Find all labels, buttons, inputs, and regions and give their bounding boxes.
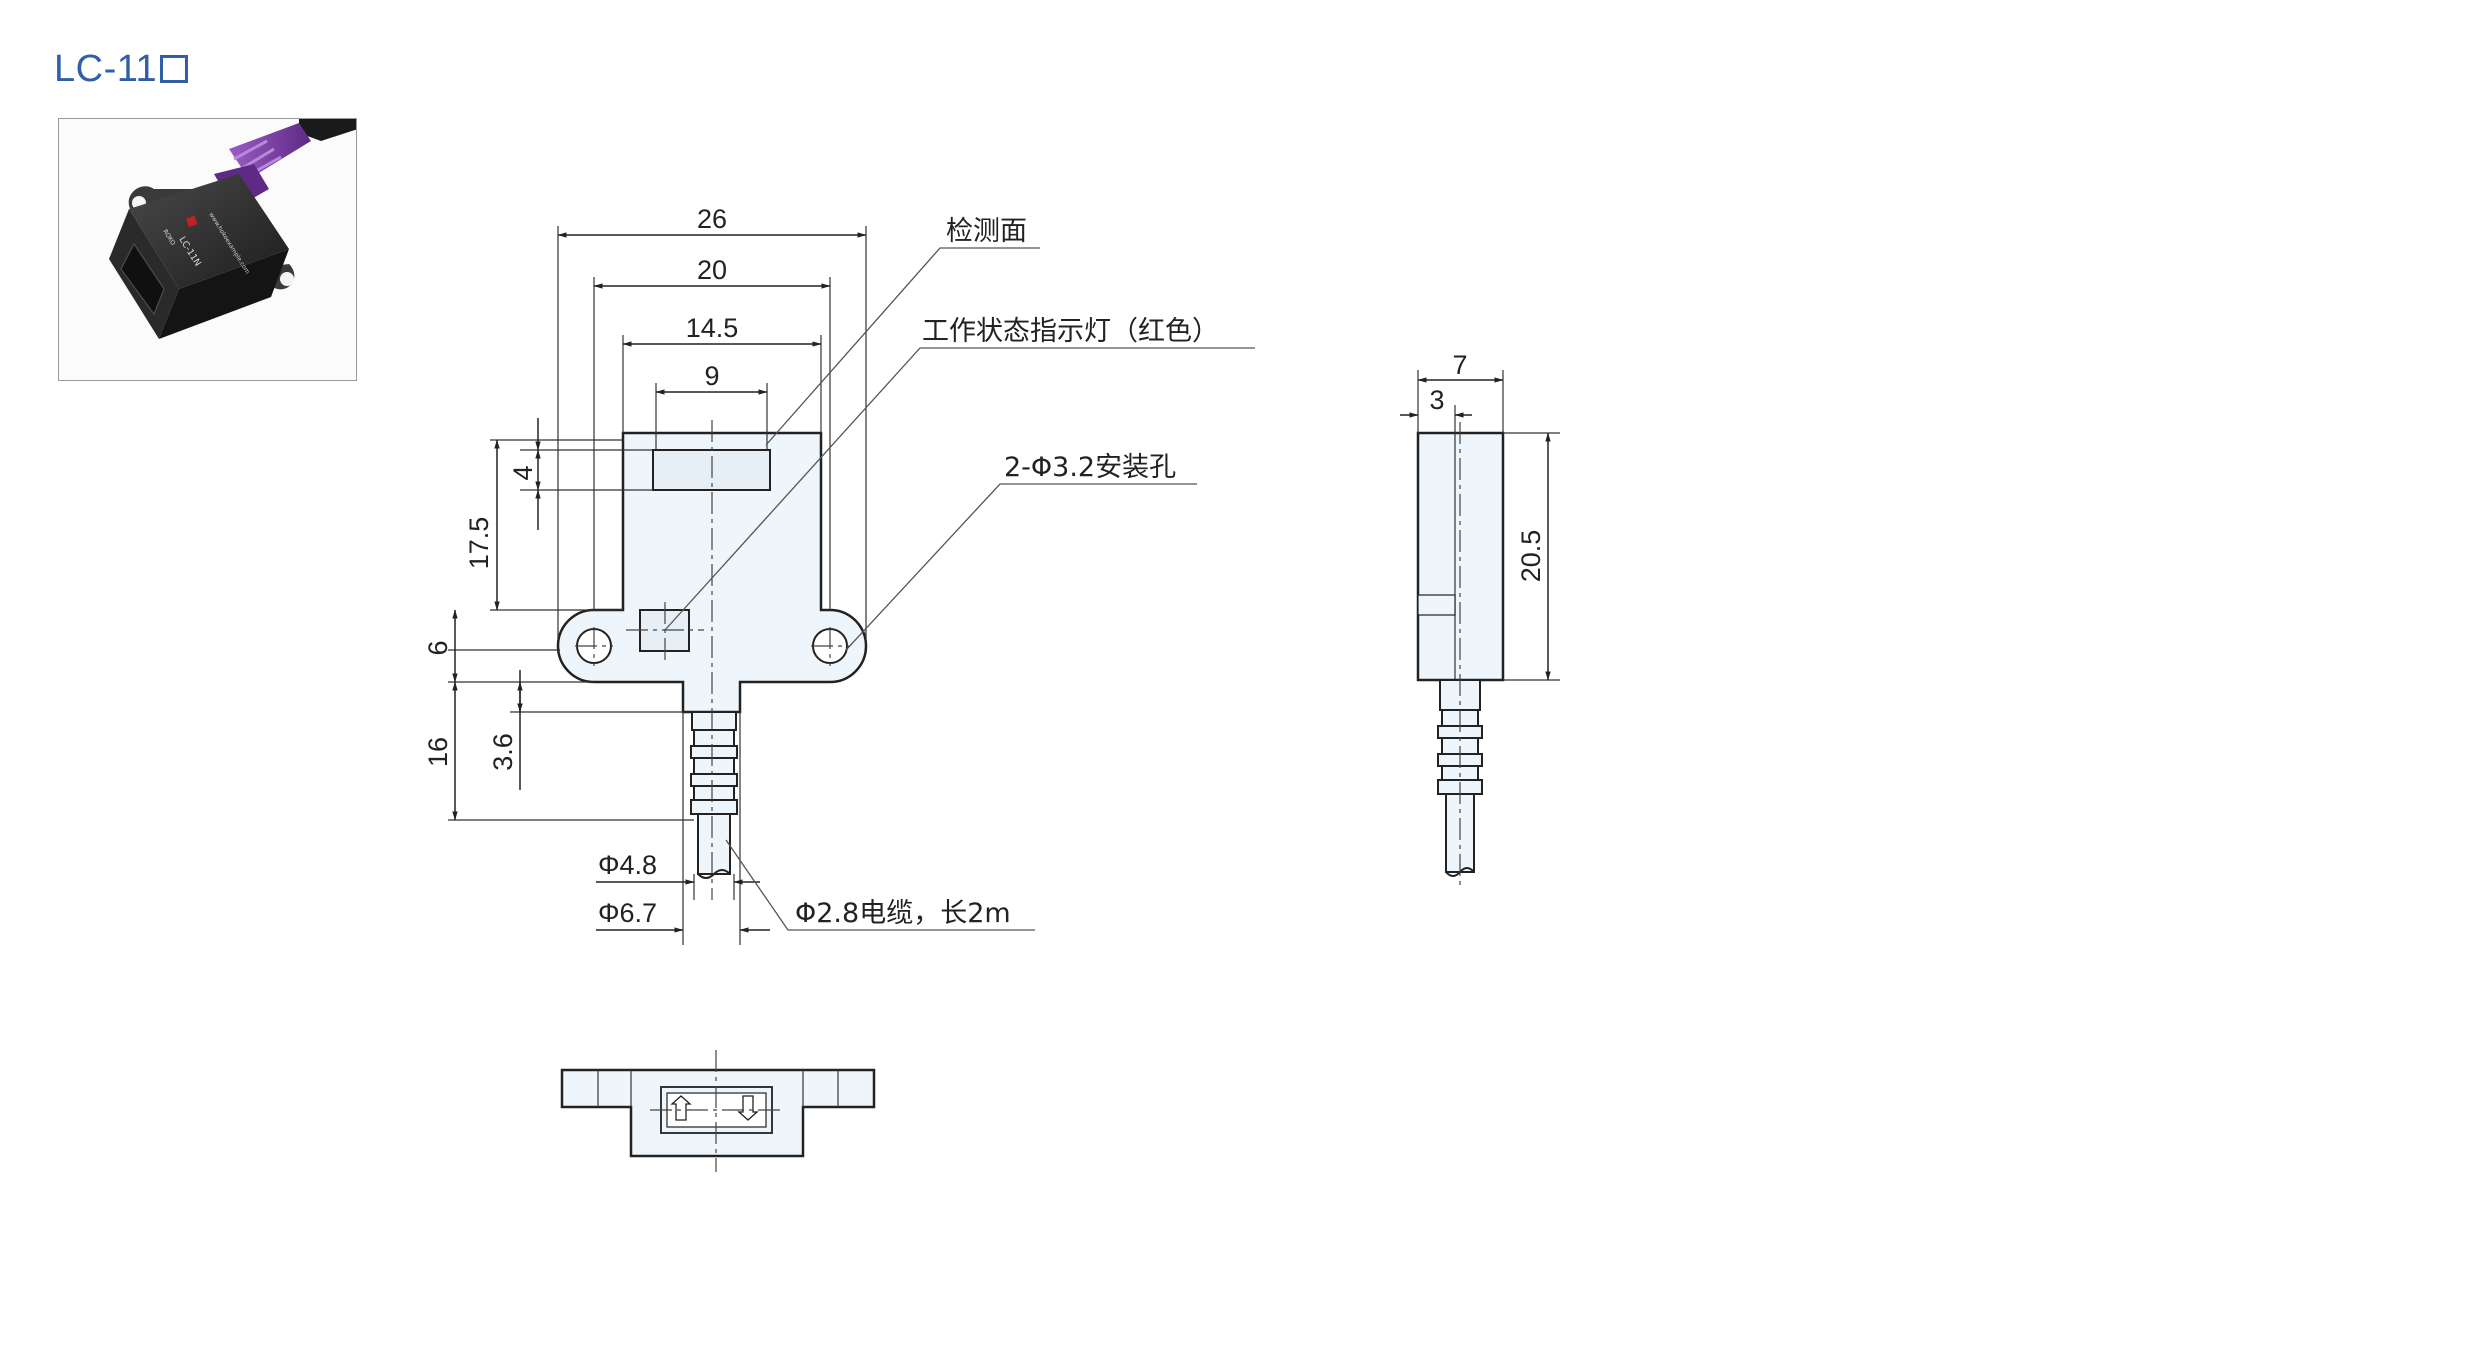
callout-detect-face: 检测面	[946, 216, 1027, 247]
callout-indicator-led: 工作状态指示灯（红色）	[922, 316, 1219, 347]
dim-height-17-5: 17.5	[464, 517, 494, 570]
cable-end	[697, 869, 731, 879]
sensor-photo-illustration: LC-11N ROKO www.hokoexample.com	[109, 119, 356, 339]
product-title: LC-11	[54, 48, 189, 91]
dim-diameter-4-8: Φ4.8	[598, 850, 657, 880]
product-photo: LC-11N ROKO www.hokoexample.com	[58, 118, 357, 381]
dim-height-16: 16	[423, 737, 453, 767]
dim-side-width-7: 7	[1452, 350, 1467, 380]
dim-side-width-3: 3	[1429, 385, 1444, 415]
side-led-window	[1417, 594, 1456, 616]
side-view	[1400, 370, 1560, 890]
receiver-arrow-down-icon	[737, 1095, 759, 1121]
model-suffix-box	[160, 55, 189, 83]
dim-height-4: 4	[508, 465, 538, 480]
bottom-view	[560, 1050, 876, 1172]
front-leader-lines	[664, 247, 1255, 931]
dim-height-3-6: 3.6	[488, 733, 518, 771]
dim-width-14-5: 14.5	[686, 313, 739, 343]
dim-width-26: 26	[697, 204, 727, 234]
dim-height-6: 6	[423, 640, 453, 655]
cable-strain-relief	[690, 711, 738, 875]
dim-width-9: 9	[704, 361, 719, 391]
front-view	[448, 226, 1255, 945]
callout-mount-holes: 2-Φ3.2安装孔	[1004, 452, 1176, 483]
emitter-arrow-up-icon	[670, 1095, 692, 1121]
dim-diameter-6-7: Φ6.7	[598, 898, 657, 928]
dim-width-20: 20	[697, 255, 727, 285]
front-extension-lines	[448, 226, 867, 945]
product-model-text: LC-11	[54, 48, 158, 90]
dim-side-height-20-5: 20.5	[1516, 530, 1546, 583]
callout-cable: Φ2.8电缆，长2m	[795, 898, 1011, 929]
